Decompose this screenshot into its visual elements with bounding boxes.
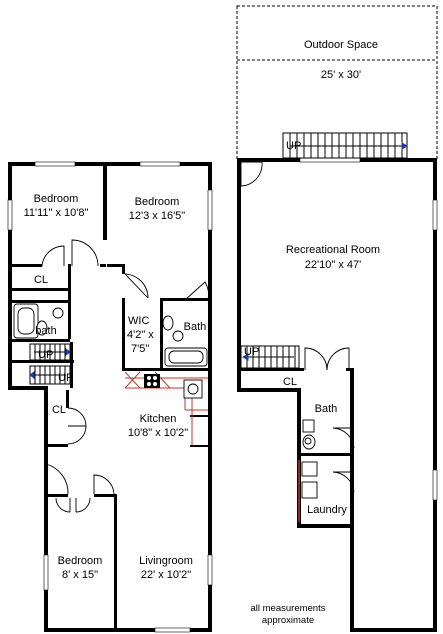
room-labels: Bedroom 11'11" x 10'8" Bedroom 12'3 x 16…	[24, 39, 380, 626]
stair-up-label-3: UP	[286, 140, 301, 152]
bedroom2-name: Bedroom	[135, 196, 180, 208]
kitchen-pantry-line	[190, 415, 208, 417]
left-floor-plan: UP UP	[7, 161, 213, 633]
rec-closet-door-b	[326, 347, 350, 371]
toilet-upper	[162, 315, 174, 331]
rec-left-wall	[237, 158, 241, 392]
recreational-name: Recreational Room	[286, 244, 380, 256]
closet1-bottom-wall	[12, 288, 70, 291]
closet2-bottom-wall	[48, 444, 68, 447]
wic-size-1: 4'2" x	[127, 329, 154, 341]
bedroom3-right-wall	[114, 494, 117, 630]
bedroom2-size: 12'3 x 16'5"	[129, 210, 186, 222]
bedroom3-closet-door-b	[75, 497, 91, 513]
closet2-door-a	[67, 407, 87, 427]
livingroom-door	[93, 474, 115, 495]
outdoor-space-area	[236, 5, 438, 161]
livingroom-name: Livingroom	[139, 555, 193, 567]
wic-name: WIC	[128, 315, 149, 327]
closet1-label: CL	[34, 274, 48, 286]
left-right-wall	[208, 162, 212, 632]
kitchen-name: Kitchen	[140, 413, 177, 425]
wic-size-2: 7'5"	[131, 343, 149, 355]
stair-mid-wall	[12, 360, 74, 363]
bath-small-bottom-wall	[12, 339, 70, 342]
bedroom1-name: Bedroom	[34, 193, 79, 205]
left-bottom-wall	[44, 628, 212, 632]
closet2-right-wall	[66, 390, 69, 408]
washer	[301, 461, 318, 477]
stair-right-wall	[70, 342, 73, 388]
laundry-door	[332, 471, 355, 493]
bath-lower-label: Bath	[315, 403, 338, 415]
bath-lower-left-wall	[297, 388, 301, 526]
bedroom3-name: Bedroom	[58, 555, 103, 567]
closet1-door	[41, 245, 65, 267]
bath-small-label: bath	[35, 325, 56, 337]
bath-lower-door	[332, 427, 355, 449]
recreational-size: 22'10" x 47'	[305, 259, 361, 271]
left-outer-wall-lower	[44, 386, 48, 632]
stair-up-label-4: UP	[244, 346, 259, 358]
sink-small	[52, 307, 64, 319]
stairs-rec-room	[240, 345, 300, 369]
stair-up-label-1: UP	[38, 349, 53, 361]
rec-bottom-wall	[350, 628, 437, 632]
stairs-outdoor	[282, 132, 408, 159]
wic-door	[124, 273, 149, 299]
sink-upper	[172, 330, 184, 342]
left-step-wall	[8, 386, 46, 390]
rec-bottom-wall-left	[237, 388, 297, 392]
closet2-door-b	[67, 425, 87, 445]
bedroom1-door	[71, 239, 99, 267]
outdoor-name: Outdoor Space	[304, 39, 378, 51]
bath-small-top-wall	[12, 300, 70, 303]
stairs-left-upper	[29, 343, 71, 361]
bedroom3-top-wall-a	[48, 494, 68, 497]
bath-laundry-divider	[297, 453, 354, 456]
rec-right-wall	[433, 158, 437, 632]
measurement-note-1: all measurements	[251, 603, 326, 614]
rec-inner-wall	[350, 368, 354, 632]
bedroom3-closet-door-a	[55, 497, 71, 513]
kitchen-size: 10'8" x 10'2"	[128, 427, 188, 439]
bedroom2-bottom-wall-a	[107, 264, 125, 267]
left-outer-wall-upper	[8, 162, 12, 390]
closet2-label: CL	[52, 404, 66, 416]
bedroom3-size: 8' x 15"	[62, 569, 98, 581]
rec-entry-door	[240, 161, 263, 187]
measurement-note-2: approximate	[262, 615, 314, 626]
stair-up-label-2: UP	[58, 372, 73, 384]
bedroom1-bottom-wall-a	[12, 264, 42, 267]
dryer	[301, 481, 318, 499]
wic-left-wall	[122, 298, 125, 370]
toilet-small	[36, 320, 48, 336]
bedroom3-door	[45, 463, 69, 495]
bath-upper-label: Bath	[184, 321, 207, 333]
bath-upper-door	[184, 281, 209, 301]
bedroom1-bottom-wall-b	[100, 264, 106, 267]
laundry-bottom-wall	[297, 524, 354, 528]
laundry-label: Laundry	[307, 504, 347, 516]
stove	[144, 374, 160, 388]
right-floor-plan: UP UP	[236, 5, 438, 632]
bedroom1-size: 11'11" x 10'8"	[24, 207, 89, 219]
wic-top-wall	[122, 264, 125, 274]
lower-bath-sink	[302, 419, 315, 433]
stairs-left-lower	[29, 365, 71, 385]
bath-upper-top-wall	[160, 298, 208, 301]
closet-lower-label: CL	[283, 376, 297, 388]
livingroom-size: 22' x 10'2"	[141, 569, 191, 581]
closet-lower-top-wall	[241, 368, 304, 371]
left-top-wall	[8, 162, 212, 166]
bedroom-divider-wall	[103, 166, 107, 240]
wic-right-wall	[160, 298, 163, 370]
wic-door-arc	[124, 273, 149, 299]
kitchen-pantry-line-2	[190, 445, 208, 447]
bedroom3-top-wall-b	[94, 494, 116, 497]
wic-bottom-wall	[122, 368, 208, 371]
outdoor-size: 25' x 30'	[321, 69, 361, 81]
rec-closet-door-a	[304, 347, 328, 371]
